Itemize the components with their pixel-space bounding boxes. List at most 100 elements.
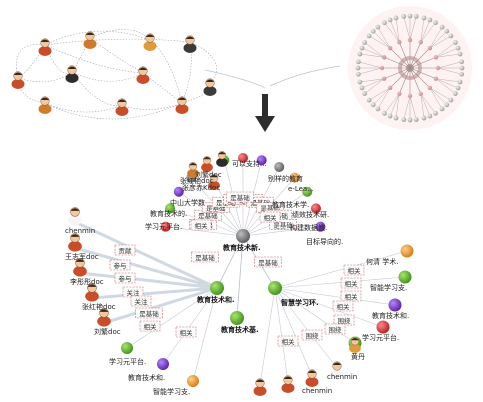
graph-node [157, 358, 169, 370]
tree-edge [429, 26, 443, 49]
relation-tag-box [246, 196, 275, 208]
tree-edge [435, 78, 456, 94]
tree-edge [435, 42, 456, 58]
relation-tag-box [340, 277, 362, 289]
tree-edge [420, 17, 425, 43]
fan-node [165, 203, 176, 214]
tree-leaf [393, 115, 399, 121]
tree-edge [435, 47, 459, 58]
tree-edge [429, 31, 447, 49]
relation-tag-box [254, 256, 282, 268]
tree-leaf [355, 65, 361, 71]
branch-node [230, 311, 244, 325]
tree-edge [399, 67, 411, 94]
node-label: 智能学习支. [153, 387, 190, 396]
graph-node [121, 342, 133, 354]
tree-leaf [448, 97, 454, 103]
tree-edge [368, 87, 391, 101]
tree-edge [359, 78, 385, 83]
tree-edge [395, 17, 400, 43]
tree-edge [409, 95, 417, 120]
person-icon [97, 308, 111, 327]
fan-node-label: 可以支持... [232, 159, 267, 168]
node-label: 何清 学术. [366, 257, 398, 266]
graph-edge [274, 250, 408, 289]
person-icon [201, 156, 213, 172]
tree-edge [435, 53, 461, 58]
relation-tag: 围绕 [306, 331, 320, 340]
tree-edge [384, 67, 411, 79]
relation-tag-box [191, 251, 219, 263]
relation-tag-box [332, 300, 354, 312]
contribution-arrow [79, 271, 218, 290]
fan-node [274, 161, 285, 172]
branch-node-label: 教育技术基. [220, 325, 259, 334]
relation-tag-box [343, 264, 365, 276]
tree-leaf [355, 59, 361, 65]
tree-edge [429, 87, 452, 101]
relation-tag-box [135, 307, 163, 319]
knowledge-graph: 是基础是基础是基础是基础是基础是基础是基础是基础是基础是基础相关是基础相关是基础… [65, 151, 414, 396]
fan-node-label: 别样的教育 [268, 174, 303, 183]
tree-leaf [444, 102, 450, 108]
fan-node-label: 教育技术的. [150, 209, 187, 218]
relation-tag: 围绕 [329, 325, 343, 334]
person-label: chenmin [302, 387, 332, 395]
tree-leaf [459, 65, 465, 71]
graph-edge [242, 226, 321, 237]
tree-edge [389, 93, 400, 117]
person-icon [38, 96, 52, 114]
relation-tag-box [190, 219, 212, 231]
relation-tag-box [139, 320, 161, 332]
tree-leaf [382, 20, 387, 26]
person-icon [115, 98, 129, 116]
relation-tag: 关注 [135, 297, 149, 306]
person-label: 王志军doc [65, 252, 99, 261]
tree-leaf [427, 17, 433, 23]
tree-leaf [387, 113, 393, 119]
person-label: 黄丹 [351, 352, 365, 361]
tree-leaf [439, 106, 445, 112]
tree-leaf [457, 51, 463, 57]
graph-edge [259, 287, 276, 386]
tree-edge [361, 78, 385, 89]
tree-edge [409, 47, 431, 69]
relation-tag: 参与 [114, 261, 127, 270]
tree-leaf [439, 24, 445, 30]
person-label: 李彤彤doc [70, 277, 104, 286]
graph-edge [274, 276, 406, 289]
relation-tag: 是基础 [273, 220, 293, 229]
graph-edge [192, 287, 218, 382]
tree-edge [373, 87, 391, 105]
person-label: chenmin [65, 227, 95, 235]
center-node [236, 229, 250, 243]
tree-leaf [455, 85, 461, 91]
tree-leaf [357, 51, 363, 57]
tree-leaf [433, 20, 438, 26]
graph-edge [216, 235, 244, 289]
relation-tag: 相关 [195, 221, 209, 230]
tree-edge [429, 87, 443, 110]
tree-leaf [433, 110, 438, 116]
graph-node [187, 375, 199, 387]
tree-leaf [459, 71, 465, 77]
relation-tag-box [277, 335, 299, 347]
tree-edge [399, 42, 411, 69]
tree-leaf [459, 59, 465, 65]
tree-leaf [421, 15, 427, 21]
tree-edge [420, 22, 436, 43]
tree-edge [435, 78, 459, 89]
tree-leaf [421, 115, 427, 121]
person-icon [349, 337, 361, 353]
person-icon [143, 33, 157, 51]
person-icon [330, 361, 344, 379]
tree-leaf [370, 102, 376, 108]
relation-tag-box [301, 329, 323, 341]
relation-tag: 是基础 [139, 309, 159, 318]
relation-tag: 是基础 [195, 253, 215, 262]
person-label: 张红艳doc [82, 302, 116, 311]
person-icon [187, 162, 199, 178]
tree-edge [364, 42, 385, 58]
tree-edge [420, 19, 431, 43]
